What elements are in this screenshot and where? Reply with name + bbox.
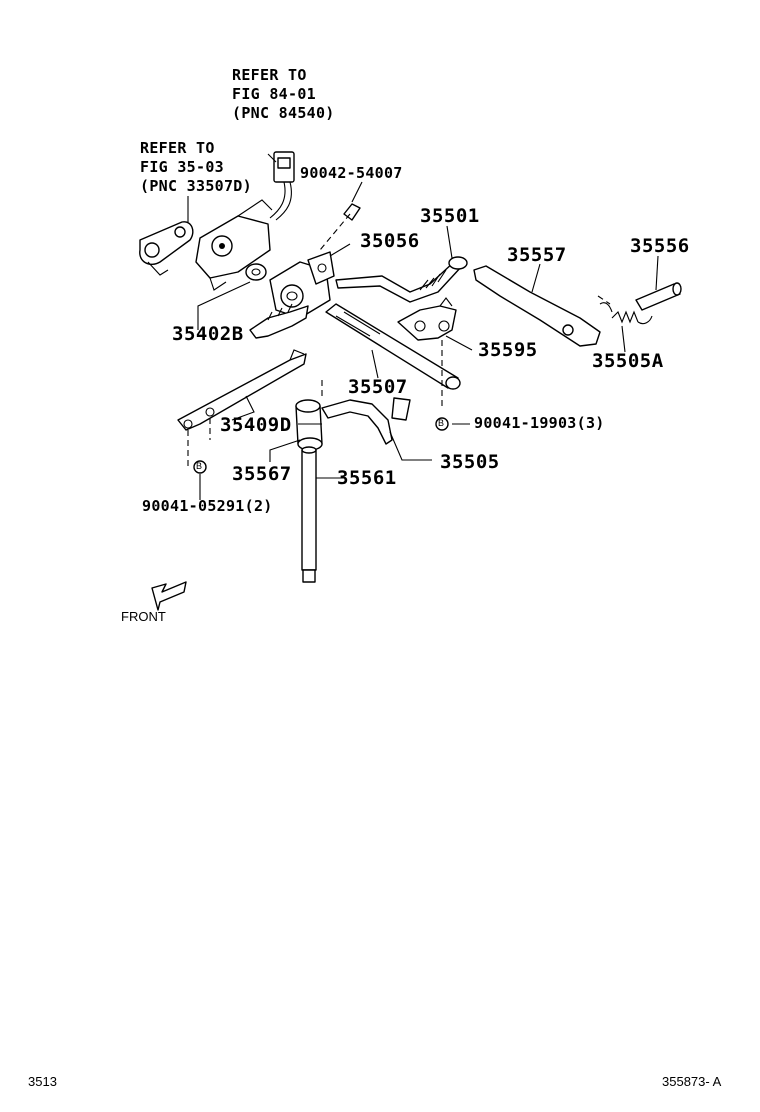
reference-fig84-line2: FIG 84-01: [232, 85, 316, 103]
bolt-marker-a: [435, 417, 449, 431]
part-label-35505[interactable]: 35505: [440, 451, 500, 473]
part-label-35557[interactable]: 35557: [507, 244, 567, 266]
part-label-35507[interactable]: 35507: [348, 376, 408, 398]
leader-lines: [187, 153, 659, 500]
part-label-90042-54007[interactable]: 90042-54007: [300, 164, 403, 182]
manual-valve-lever[interactable]: [269, 251, 335, 319]
front-label: FRONT: [121, 609, 166, 624]
part-label-35056[interactable]: 35056: [360, 230, 420, 252]
parking-lever[interactable]: [473, 265, 601, 347]
parking-pin[interactable]: [635, 282, 682, 311]
reference-fig84-line3: (PNC 84540): [232, 104, 335, 122]
front-arrow-icon: [151, 581, 187, 611]
control-bracket[interactable]: [139, 221, 194, 276]
alignment-lines: [187, 213, 611, 470]
bolt-marker-a-letter: B: [438, 418, 445, 428]
sleeve[interactable]: [295, 399, 323, 451]
part-label-35567[interactable]: 35567: [232, 463, 292, 485]
illustration-code: 355873- A: [662, 1074, 722, 1089]
bushing[interactable]: [245, 263, 267, 281]
reference-fig35-line1: REFER TO: [140, 139, 215, 157]
reference-fig35-line3: (PNC 33507D): [140, 177, 252, 195]
reference-fig35: REFER TO FIG 35-03 (PNC 33507D): [140, 139, 252, 196]
detent-spring-plate[interactable]: [177, 349, 307, 431]
part-label-90041-05291[interactable]: 90041-05291(2): [142, 497, 273, 515]
part-label-35595[interactable]: 35595: [478, 339, 538, 361]
reference-fig35-line2: FIG 35-03: [140, 158, 224, 176]
wire-connector[interactable]: [269, 151, 295, 221]
bolt-marker-b: [193, 460, 207, 474]
bolt-marker-b-letter: B: [196, 461, 203, 471]
shift-rod[interactable]: [301, 446, 317, 583]
part-label-35505A[interactable]: 35505A: [592, 350, 664, 372]
reference-fig84-line1: REFER TO: [232, 66, 307, 84]
parking-rod[interactable]: [335, 256, 468, 303]
part-label-35409D[interactable]: 35409D: [220, 414, 292, 436]
reference-fig84: REFER TO FIG 84-01 (PNC 84540): [232, 66, 335, 123]
neutral-start-switch[interactable]: [195, 199, 273, 291]
page-number: 3513: [28, 1074, 57, 1089]
manual-shaft[interactable]: [325, 303, 461, 390]
torsion-spring[interactable]: [599, 302, 653, 325]
part-label-35556[interactable]: 35556: [630, 235, 690, 257]
part-label-35501[interactable]: 35501: [420, 205, 480, 227]
retaining-clip[interactable]: [397, 297, 457, 341]
detent-plate[interactable]: [249, 303, 309, 339]
part-label-35561[interactable]: 35561: [337, 467, 397, 489]
part-label-35402B[interactable]: 35402B: [172, 323, 244, 345]
part-label-90041-19903[interactable]: 90041-19903(3): [474, 414, 605, 432]
shift-fork[interactable]: [321, 397, 411, 445]
